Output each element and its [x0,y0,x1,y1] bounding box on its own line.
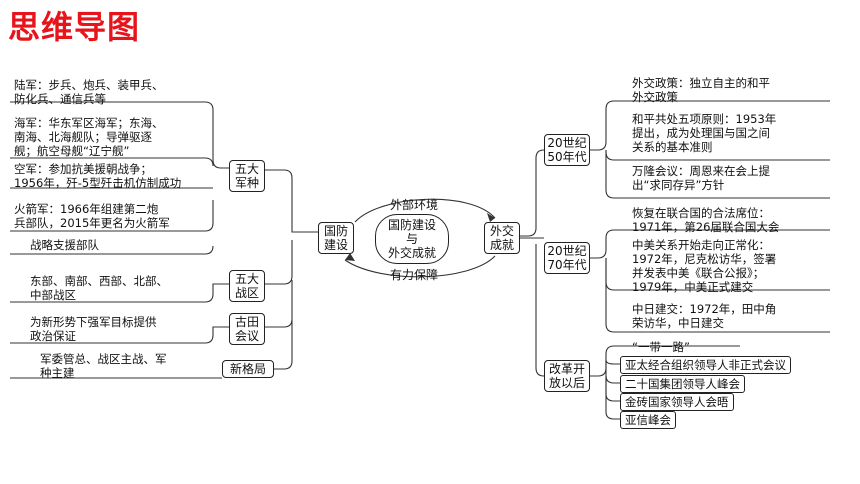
sino-japan-text: 中日建交：1972年，田中角 荣访华，中日建交 [632,302,777,330]
apec-item: 亚太经合组织领导人非正式会议 [620,356,791,374]
fifties-node: 20世纪 50年代 [544,134,590,166]
bandung-text: 万隆会议：周恩来在会上提 出“求同存异”方针 [632,164,770,192]
foreign-node: 外交 成就 [484,222,520,254]
armed-forces-node: 五大 军种 [229,160,265,192]
war-zones-node: 五大 战区 [229,270,265,302]
brics-item: 金砖国家领导人会晤 [620,393,734,411]
war-zones-text: 东部、南部、西部、北部、 中部战区 [30,274,168,302]
core-node: 国防建设 与 外交成就 [375,214,449,264]
new-pattern-node: 新格局 [222,360,274,378]
page-title: 思维导图 [8,8,141,46]
strong-support-label: 有力保障 [390,268,439,282]
sino-us-text: 中美关系开始走向正常化： 1972年，尼克松访华，签署 并发表中美《联合公报》；… [632,238,777,294]
reform-node: 改革开 放以后 [544,360,590,392]
strategic-support-text: 战略支援部队 [30,238,99,252]
rocket-force-text: 火箭军：1966年组建第二炮 兵部队，2015年更名为火箭军 [14,202,170,230]
defense-node: 国防 建设 [318,222,354,254]
cica-item: 亚信峰会 [620,411,676,429]
navy-text: 海军：华东军区海军；东海、 南海、北海舰队；导弹驱逐 舰；航空母舰“辽宁舰” [14,116,164,158]
belt-road-text: “一带一路” [632,340,690,354]
external-environment-label: 外部环境 [390,198,439,212]
army-text: 陆军：步兵、炮兵、装甲兵、 防化兵、通信兵等 [14,78,164,106]
un-seat-text: 恢复在联合国的合法席位： 1971年，第26届联合国大会 [632,206,780,234]
gutian-text: 为新形势下强军目标提供 政治保证 [30,315,157,343]
foreign-policy-text: 外交政策：独立自主的和平 外交政策 [632,76,770,104]
seventies-node: 20世纪 70年代 [544,242,590,274]
new-pattern-text: 军委管总、战区主战、军 种主建 [40,352,167,380]
five-principles-text: 和平共处五项原则：1953年 提出，成为处理国与国之间 关系的基本准则 [632,112,777,154]
g20-item: 二十国集团领导人峰会 [620,375,745,393]
air-force-text: 空军：参加抗美援朝战争； 1956年，歼-5型歼击机仿制成功 [14,162,182,190]
gutian-node: 古田 会议 [229,313,265,345]
